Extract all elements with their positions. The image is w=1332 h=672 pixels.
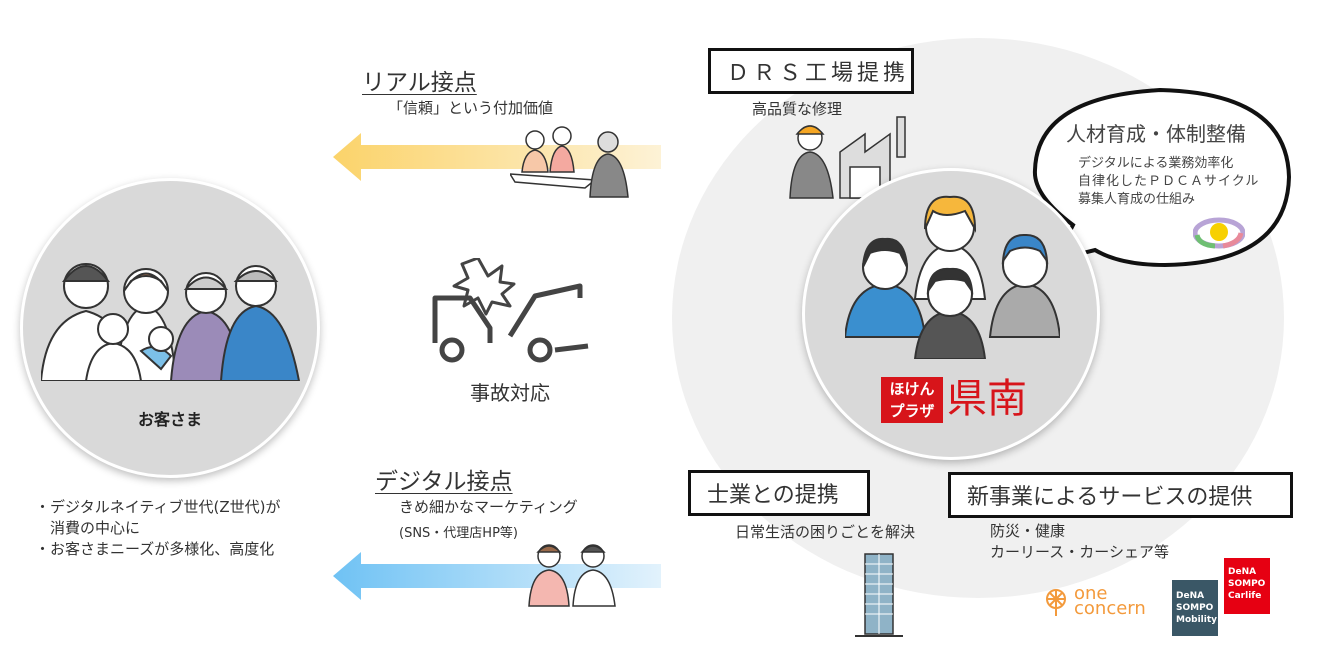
staff-illustration [845,195,1060,359]
kennan-logo: 県南 [947,376,1027,422]
logo-text: SOMPO [1228,579,1266,589]
new-business-line: カーリース・カーシェア等 [990,543,1169,561]
real-contact-subtitle: 「信頼」という付加価値 [388,99,554,117]
drs-desc: 高品質な修理 [752,100,843,118]
logo-text: DeNA [1176,591,1205,601]
logo-text: Carlife [1228,591,1262,601]
customer-bullet: 消費の中心に [35,519,141,537]
logo-text: concern [1074,598,1146,619]
logo-text: one [1074,583,1108,604]
dena-sompo-carlife-logo: DeNA SOMPO Carlife [1224,558,1270,614]
car-accident-icon [432,258,589,363]
new-business-lines: 防災・健康 カーリース・カーシェア等 [990,521,1169,563]
new-business-line: 防災・健康 [990,522,1066,540]
hr-line: 自律化したＰＤＣＡサイクル [1078,174,1260,189]
customer-circle: お客さま [20,178,320,478]
logo-text: プラザ [889,402,935,420]
customer-trends: ・デジタルネイティブ世代(Z世代)が 消費の中心に ・お客さまニーズが多様化、高… [35,497,280,560]
accident-label: 事故対応 [470,381,550,405]
digital-contact-note: (SNS・代理店HP等) [399,526,518,541]
family-illustration [41,263,301,381]
drs-factory-box: ＤＲＳ工場提携 [708,48,914,94]
new-business-box: 新事業によるサービスの提供 [948,472,1293,518]
dena-sompo-mobility-logo: DeNA SOMPO Mobility [1172,580,1218,636]
real-contact-arrow [333,133,661,181]
professional-desc: 日常生活の困りごとを解決 [735,523,916,541]
hr-line: 募集人育成の仕組み [1078,192,1196,207]
hr-title: 人材育成・体制整備 [1066,122,1246,146]
logo-text: DeNA [1228,567,1257,577]
one-concern-logo: one concern [1042,583,1146,619]
digital-contact-title: デジタル接点 [375,469,513,495]
customer-bullet: ・お客さまニーズが多様化、高度化 [35,540,275,558]
building-illustration [855,553,903,637]
customer-bullet: ・デジタルネイティブ世代(Z世代)が [35,498,281,516]
hr-lines: デジタルによる業務効率化 自律化したＰＤＣＡサイクル 募集人育成の仕組み [1078,155,1259,209]
logo-text: ほけん [889,380,935,398]
logo-text: Mobility [1176,615,1218,625]
company-circle: ほけん プラザ 県南 [802,168,1100,460]
smartphone-users-illustration [528,544,616,607]
logo-text: SOMPO [1176,603,1214,613]
hoken-plaza-logo: ほけん プラザ [881,377,943,423]
hr-line: デジタルによる業務効率化 [1078,156,1234,171]
digital-contact-subtitle: きめ細かなマーケティング [399,498,578,516]
factory-mechanic-illustration [789,116,906,199]
customer-label: お客さま [137,410,202,429]
dandelion-icon [1046,589,1066,616]
consultation-illustration [510,126,629,198]
real-contact-title: リアル接点 [362,70,477,96]
professional-partnership-box: 士業との提携 [688,470,870,516]
pdca-cycle-icon [1193,217,1245,249]
